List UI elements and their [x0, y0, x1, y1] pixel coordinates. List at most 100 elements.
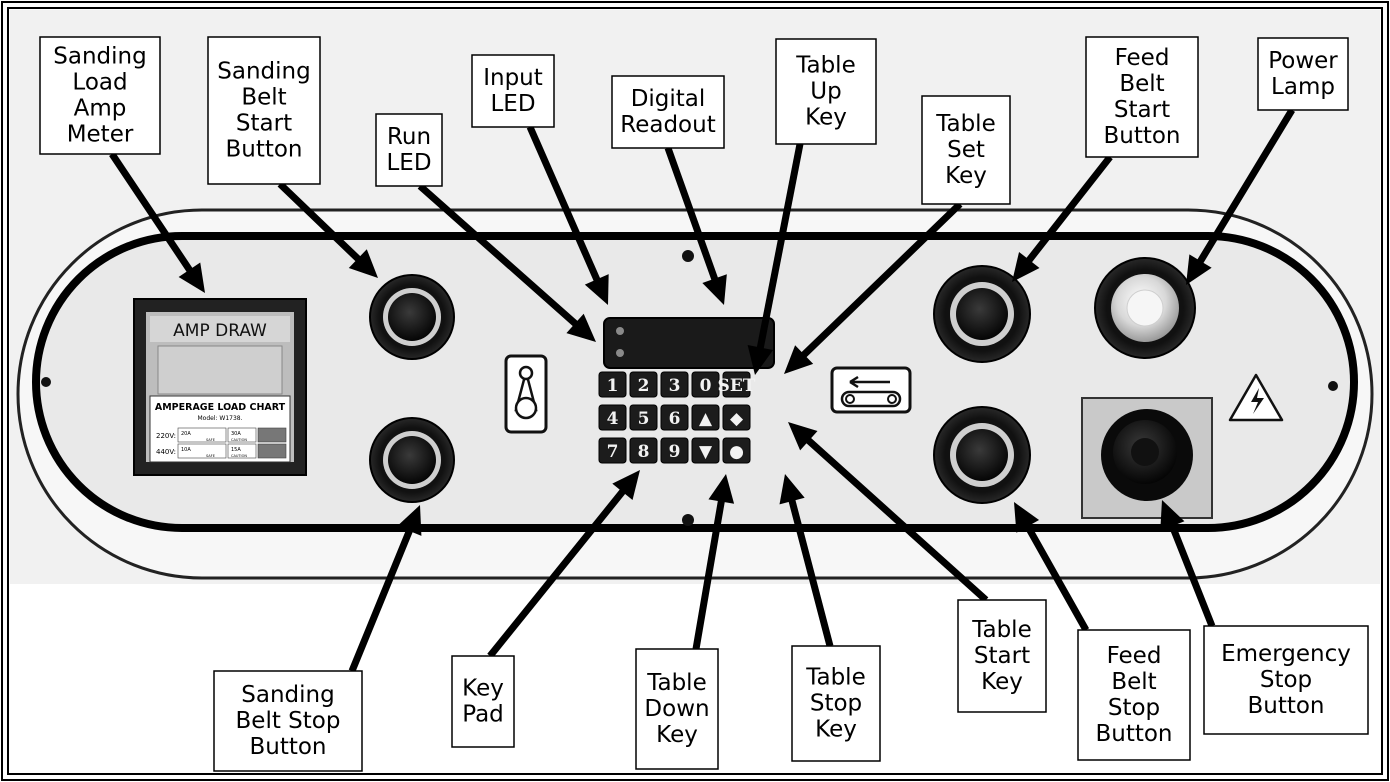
callout-line: Load: [72, 70, 127, 96]
leader-arrow-run-led: [417, 183, 596, 342]
keypad-key-label: 5: [638, 409, 650, 429]
keypad-key-label: 6: [669, 409, 681, 429]
feed-belt-start-button[interactable]: [933, 265, 1031, 363]
callout-line: Up: [810, 79, 841, 105]
row2-c2s: CAUTION: [231, 454, 247, 458]
screw-left: [41, 377, 51, 387]
keypad-key-14[interactable]: ▼: [691, 437, 720, 464]
keypad-key-1[interactable]: 1: [598, 371, 627, 398]
emergency-stop-button[interactable]: [1081, 397, 1213, 519]
leader-arrow-table-set: [784, 201, 963, 374]
callout-line: Button: [1247, 693, 1324, 719]
callout-line: Sanding: [53, 44, 146, 70]
leader-arrow-feed-start: [1012, 154, 1113, 282]
screw-bottom: [682, 514, 694, 526]
callout-line: Lamp: [1271, 74, 1335, 100]
callout-line: Digital: [631, 86, 706, 112]
keypad-key-label: ▼: [699, 442, 713, 462]
callout-line: Stop: [1108, 695, 1160, 721]
callout-line: Table: [795, 53, 855, 79]
callout-line: Stop: [810, 691, 862, 717]
load-chart-model: Model: W1738.: [197, 415, 242, 422]
callout-line: Set: [947, 137, 985, 163]
sanding-belt-stop-button[interactable]: [369, 417, 455, 503]
leader-arrow-belt-start: [277, 181, 378, 278]
callout-line: Emergency: [1221, 641, 1351, 667]
leader-arrow-table-start: [788, 422, 989, 603]
keypad-key-label: 2: [638, 376, 650, 396]
high-voltage-icon: [1228, 373, 1284, 422]
keypad-key-4[interactable]: 0: [691, 371, 720, 398]
callout-line: Run: [387, 124, 431, 150]
power-lamp: [1094, 257, 1196, 359]
callout-line: Start: [1114, 97, 1170, 123]
callout-line: Key: [805, 105, 847, 131]
row2-c2: 15A: [231, 447, 241, 453]
keypad-key-11[interactable]: 7: [598, 437, 627, 464]
callout-line: Feed: [1107, 643, 1162, 669]
callout-line: Table: [971, 617, 1031, 643]
row2-c1: 10A: [181, 447, 191, 453]
keypad-key-label: 9: [669, 442, 681, 462]
callout-line: Amp: [74, 96, 127, 122]
leader-arrow-amp-meter: [109, 152, 205, 293]
callout-line: Meter: [67, 122, 134, 148]
keypad-key-2[interactable]: 2: [629, 371, 658, 398]
callout-line: Readout: [620, 112, 715, 138]
leader-arrows: [109, 108, 1295, 673]
keypad-key-5[interactable]: SET: [718, 371, 756, 398]
keypad-key-9[interactable]: ▲: [691, 404, 720, 431]
keypad-key-15[interactable]: ●: [722, 437, 751, 464]
callout-line: Sanding: [241, 682, 334, 708]
callout-line: Button: [1103, 123, 1180, 149]
keypad-key-7[interactable]: 5: [629, 404, 658, 431]
keypad-key-3[interactable]: 3: [660, 371, 689, 398]
leader-arrow-table-down: [692, 474, 735, 650]
keypad-key-12[interactable]: 8: [629, 437, 658, 464]
leader-arrow-estop: [1160, 500, 1216, 628]
amp-meter: AMP DRAW AMPERAGE LOAD CHART Model: W173…: [133, 298, 307, 476]
row1-c2s: CAUTION: [231, 438, 247, 442]
leader-arrow-table-up: [747, 143, 804, 375]
sanding-belt-start-button[interactable]: [369, 274, 455, 360]
callout-line: Button: [225, 137, 302, 163]
leader-arrow-power-lamp: [1186, 108, 1295, 285]
keypad-key-6[interactable]: 4: [598, 404, 627, 431]
feed-belt-icon: [830, 366, 912, 414]
keypad-key-10[interactable]: ◆: [722, 404, 751, 431]
callout-line: Key: [462, 676, 504, 702]
keypad-key-label: ◆: [730, 409, 744, 429]
keypad-key-label: ●: [729, 442, 744, 462]
keypad-key-13[interactable]: 9: [660, 437, 689, 464]
screw-top: [682, 250, 694, 262]
leader-arrow-digital-readout: [664, 146, 727, 305]
callout-line: Sanding: [217, 59, 310, 85]
callout-line: Table: [935, 111, 995, 137]
callout-line: Feed: [1115, 45, 1170, 71]
callout-line: Button: [1095, 721, 1172, 747]
row1-c1: 20A: [181, 431, 191, 437]
keypad-key-8[interactable]: 6: [660, 404, 689, 431]
input-led: [616, 349, 624, 357]
row1-c2: 30A: [231, 431, 241, 437]
feed-belt-stop-button[interactable]: [933, 406, 1031, 504]
row1-c1s: SAFE: [206, 438, 215, 442]
callout-line: Belt: [1119, 71, 1164, 97]
callout-line: LED: [386, 150, 431, 176]
keypad-key-label: 7: [607, 442, 619, 462]
leader-arrow-feed-stop: [1014, 502, 1090, 632]
